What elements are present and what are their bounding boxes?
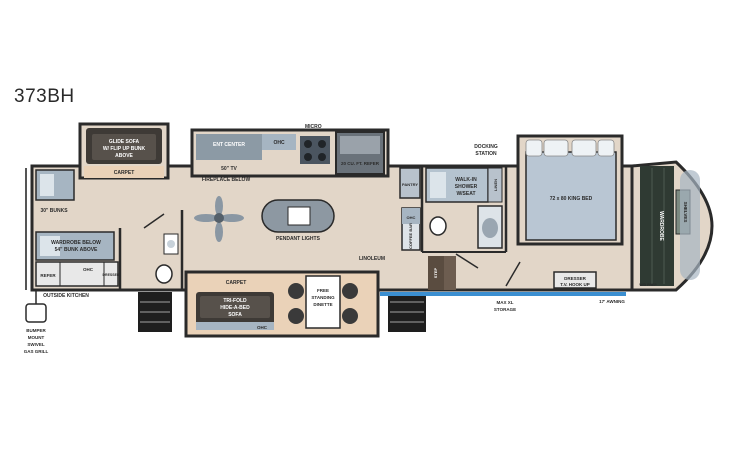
label-bumper-4: GAS GRILL	[24, 349, 49, 354]
label-dinette-3: DINETTE	[313, 302, 332, 307]
dinette-table	[305, 275, 341, 329]
label-bunks: 30" BUNKS	[40, 208, 68, 214]
label-bumper-1: BUMPER	[26, 328, 46, 333]
refrigerator-door	[340, 136, 380, 154]
burner-3	[304, 153, 312, 161]
label-glide-sofa-3: ABOVE	[115, 153, 133, 159]
bedroom-door	[505, 261, 521, 287]
label-refer: 20 CU. FT. REFER	[341, 161, 380, 166]
label-shower-1: WALK-IN	[455, 177, 477, 183]
label-linoleum: LINOLEUM	[359, 256, 385, 262]
awning-bar	[380, 292, 626, 296]
label-glide-sofa-1: GLIDE SOFA	[109, 139, 140, 145]
label-coffee-bar: COFFEE BAR	[408, 223, 413, 249]
label-ohc-bath: OHC	[407, 215, 416, 220]
carpet-top	[84, 166, 164, 178]
bedroom-step-1	[428, 256, 444, 290]
label-dresser-2: T.V. HOOK UP	[560, 282, 590, 287]
label-awning: 17' AWNING	[599, 299, 625, 304]
label-carpet-top: CARPET	[114, 170, 135, 176]
label-docking-1: DOCKING	[474, 144, 498, 150]
label-trifold-2: HIDE-A-BED	[220, 305, 250, 311]
pillow-4	[597, 139, 615, 157]
ohc-top-cab	[262, 134, 296, 150]
bunk-30-pillow	[40, 174, 54, 196]
label-bumper-3: SWIVEL	[27, 342, 45, 347]
label-pendant: PENDANT LIGHTS	[276, 236, 321, 242]
label-king-bed: 72 x 80 KING BED	[550, 196, 593, 202]
linen-cab	[487, 167, 503, 203]
burner-4	[318, 153, 326, 161]
pillow-1	[543, 139, 569, 157]
ohc-sofa-bar	[196, 322, 274, 330]
dresser-front	[553, 271, 597, 289]
burner-1	[304, 140, 312, 148]
label-pantry: PANTRY	[402, 182, 418, 187]
label-wardrobe: WARDROBE	[658, 211, 664, 241]
dinette-chair-3	[342, 283, 358, 299]
label-shower-2: SHOWER	[455, 184, 478, 190]
king-bed	[525, 151, 617, 241]
label-trifold-3: SOFA	[228, 312, 242, 318]
label-wardrobe-below-2: 54" BUNK ABOVE	[55, 247, 98, 253]
label-carpet-bottom: CARPET	[226, 280, 247, 286]
label-max-storage-2: STORAGE	[494, 307, 516, 312]
rear-bath-door	[143, 213, 165, 229]
label-glide-sofa-2: W/ FLIP UP BUNK	[103, 146, 146, 152]
label-shelves: SHELVES	[683, 202, 688, 223]
ent-center	[196, 134, 262, 160]
bath-vanity-bowl	[482, 218, 498, 238]
pillow-3	[525, 139, 543, 157]
label-ohc-kitchen: OHC	[83, 267, 94, 272]
label-tv-50: 50" TV	[221, 166, 237, 172]
steps-rear	[138, 292, 172, 332]
wardrobe-front	[640, 166, 674, 286]
label-wd-prep: W/D PREP	[639, 283, 657, 287]
pillow-2	[571, 139, 597, 157]
wardrobe-below-bunk-pillow	[40, 236, 60, 256]
label-dinette-2: STANDING	[311, 295, 335, 300]
ceiling-fan-icon	[194, 196, 244, 242]
label-ent-center: ENT CENTER	[213, 142, 245, 148]
label-max-storage-1: MAX XL	[496, 300, 513, 305]
dinette-chair-4	[342, 308, 358, 324]
bath-door	[455, 253, 479, 269]
label-dinette-1: FREE	[317, 288, 329, 293]
rear-toilet	[155, 264, 173, 284]
label-bumper-2: MOUNT	[28, 335, 45, 340]
stovetop	[300, 136, 330, 164]
label-docking-2: STATION	[475, 151, 497, 157]
label-dresser-1: DRESSER	[564, 276, 587, 281]
label-step: STEP	[433, 267, 438, 278]
island-sink	[287, 206, 311, 226]
trifold-sofa-seat	[200, 296, 270, 318]
label-wardrobe-below-1: WARDROBE BELOW	[51, 240, 101, 246]
model-name: 373BH	[14, 86, 75, 107]
front-toilet	[429, 216, 447, 236]
label-dresser-small: DRESSER	[103, 273, 120, 277]
shower-seat	[430, 172, 446, 198]
front-cap-window	[680, 170, 700, 280]
label-linen: LINEN	[493, 179, 498, 191]
label-outside-kitchen: OUTSIDE KITCHEN	[43, 293, 89, 299]
label-ohc-sofa: OHC	[257, 325, 268, 330]
label-fireplace: FIREPLACE BELOW	[202, 177, 251, 183]
rear-bath-sink-bowl	[167, 240, 175, 248]
label-trifold-1: TRI-FOLD	[223, 298, 247, 304]
label-micro: MICRO	[305, 124, 322, 130]
steps-front	[388, 292, 426, 332]
label-shower-3: W/SEAT	[456, 191, 475, 197]
dinette-chair-1	[288, 283, 304, 299]
burner-2	[318, 140, 326, 148]
glide-sofa-seat	[92, 134, 156, 160]
label-refer-small: REFER	[40, 273, 56, 278]
pantry	[399, 167, 421, 199]
label-ohc-top: OHC	[273, 140, 285, 146]
bumper-grill	[25, 303, 47, 323]
bedroom-step-2	[444, 256, 456, 290]
ohc-bath-cab	[402, 208, 420, 224]
dinette-chair-2	[288, 308, 304, 324]
